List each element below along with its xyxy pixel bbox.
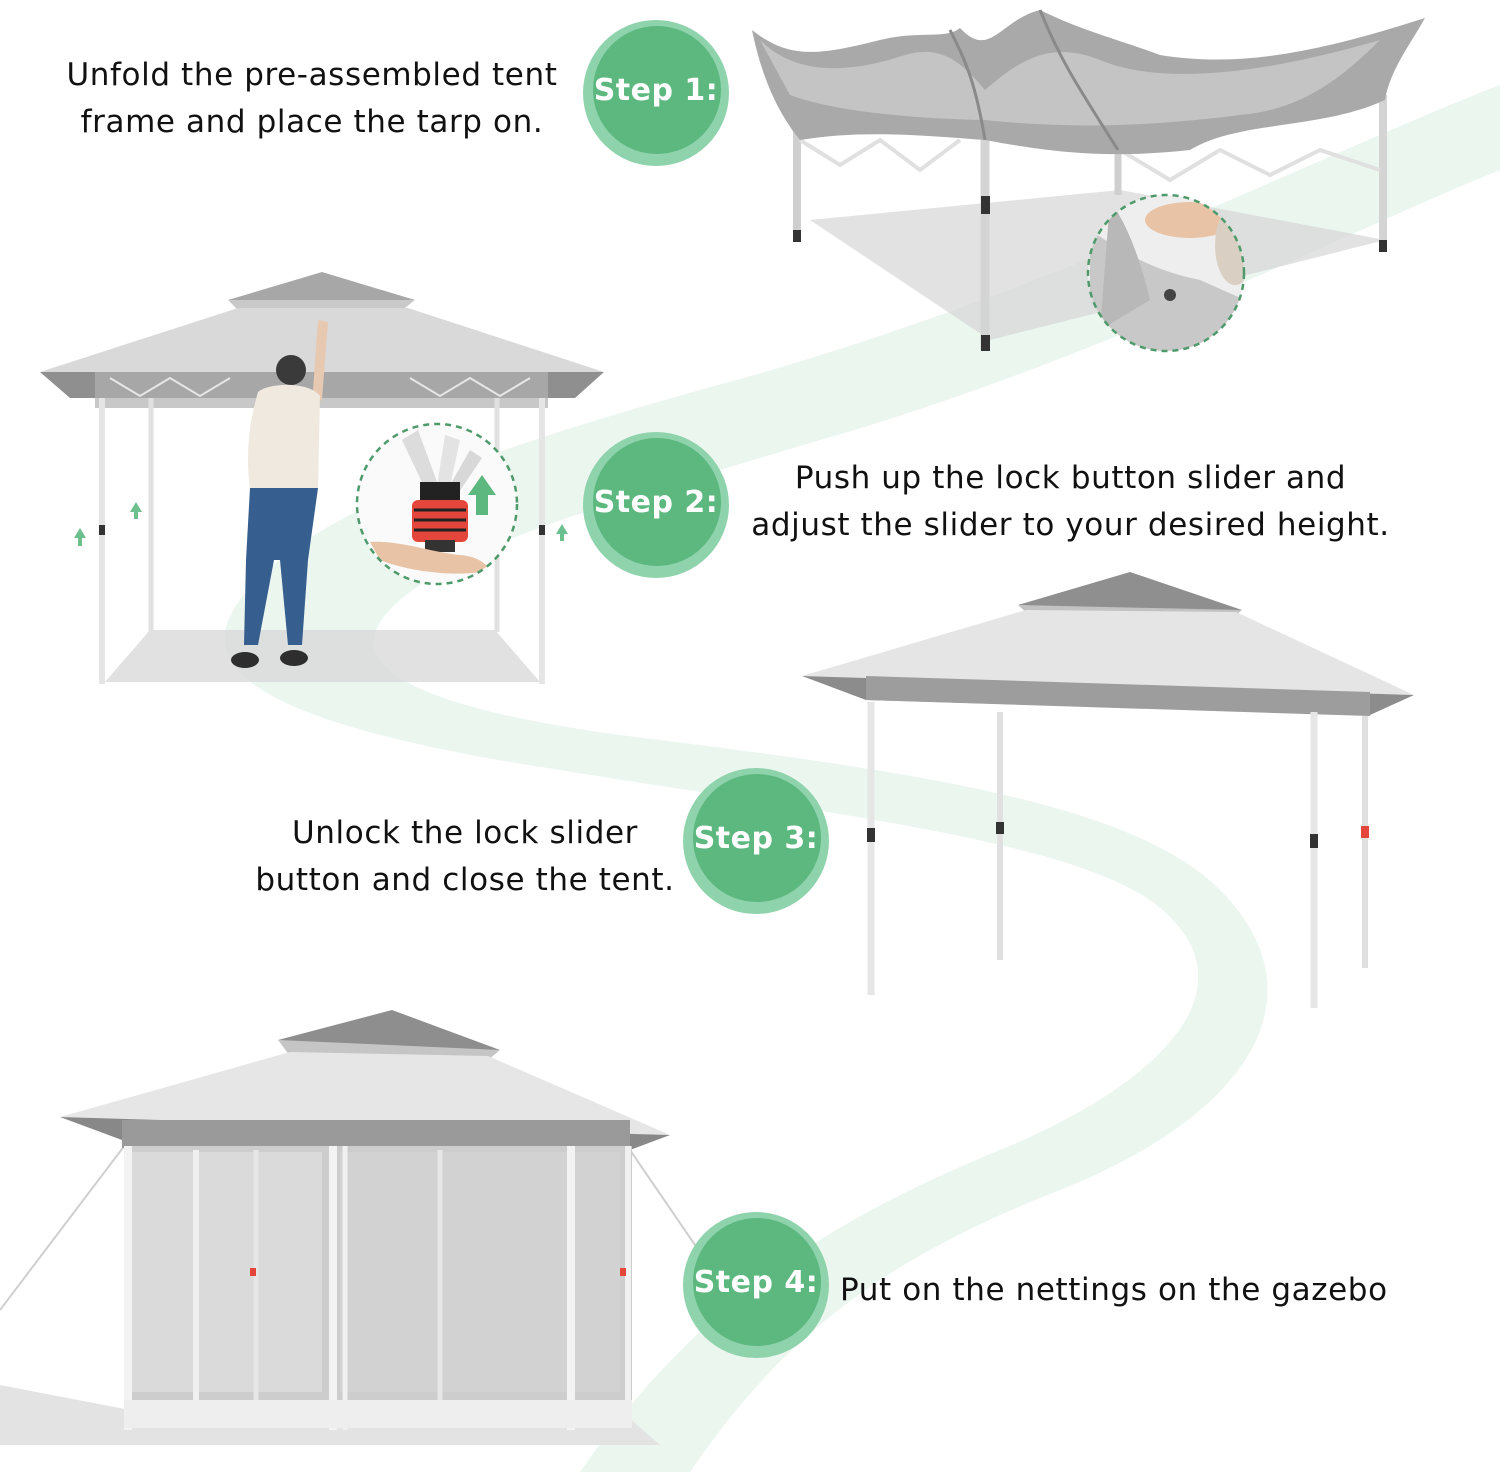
step-4-text: Put on the nettings on the gazebo [840,1267,1420,1314]
step-1-text: Unfold the pre-assembled tent frame and … [52,52,572,146]
step-3-badge: Step 3: [683,768,829,914]
step-3-text-line-1: Unlock the lock slider [292,815,638,851]
step-4-badge-label: Step 4: [693,1264,819,1300]
step-3-text: Unlock the lock slider button and close … [240,810,690,904]
step-1-text-line-2: frame and place the tarp on. [80,104,544,140]
step-4-text-line-1: Put on the nettings on the gazebo [840,1272,1388,1308]
step-2-text-line-1: Push up the lock button slider and [794,460,1347,496]
step-2-badge: Step 2: [583,432,729,578]
step-1-text-line-1: Unfold the pre-assembled tent [66,57,558,93]
step-2-text: Push up the lock button slider and adjus… [738,455,1403,549]
step-1-badge-label: Step 1: [593,72,719,108]
step-3-badge-label: Step 3: [693,820,819,856]
badge-core [593,438,721,566]
step-3-text-line-2: button and close the tent. [255,862,675,898]
badge-core [693,1218,821,1346]
step-2-text-line-2: adjust the slider to your desired height… [751,507,1390,543]
step-4-badge: Step 4: [683,1212,829,1358]
step-1-badge: Step 1: [583,20,729,166]
badge-core [593,26,721,154]
step-2-badge-label: Step 2: [593,484,719,520]
badge-core [693,774,821,902]
path-band [224,85,1500,1472]
